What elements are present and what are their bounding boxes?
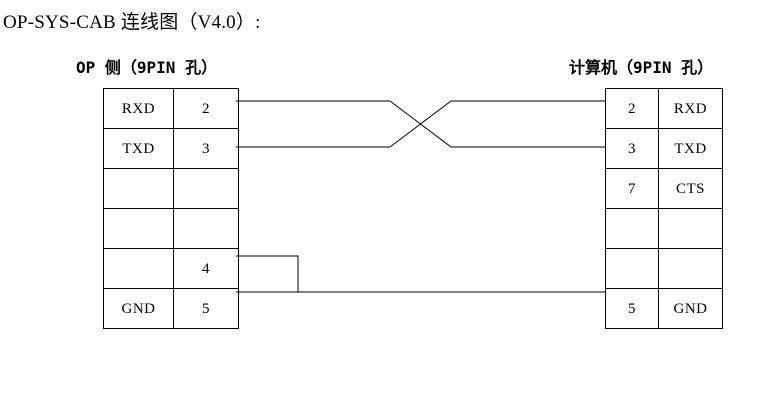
right-pin-cell: 7 [605, 168, 659, 209]
right-pin-cell [605, 208, 659, 249]
right-signal-cell: GND [658, 288, 723, 329]
left-pin-cell: 2 [173, 88, 239, 129]
left-connector-table: RXD 2 TXD 3 4 GND 5 [103, 88, 239, 329]
table-row: RXD 2 [103, 88, 239, 129]
right-pin-cell [605, 248, 659, 289]
left-pin-cell: 5 [173, 288, 239, 329]
left-pin-cell [173, 208, 239, 249]
left-signal-cell: GND [103, 288, 174, 329]
right-pin-cell: 5 [605, 288, 659, 329]
right-signal-cell [658, 248, 723, 289]
wire-pin4-jumper-segment [236, 255, 299, 292]
right-pin-cell: 3 [605, 128, 659, 169]
table-row: 5 GND [605, 288, 723, 329]
left-connector-header: OP 侧（9PIN 孔） [76, 58, 218, 77]
table-row: GND 5 [103, 288, 239, 329]
right-signal-cell [658, 208, 723, 249]
table-row: 4 [103, 248, 239, 289]
right-connector-table: 2 RXD 3 TXD 7 CTS 5 GND [605, 88, 723, 329]
left-pin-cell: 4 [173, 248, 239, 289]
left-signal-cell: RXD [103, 88, 174, 129]
wire-cross-down-segment [389, 100, 452, 148]
left-signal-cell [103, 208, 174, 249]
table-row [605, 208, 723, 249]
right-pin-cell: 2 [605, 88, 659, 129]
page-title: OP-SYS-CAB 连线图（V4.0）: [3, 12, 261, 33]
table-row: 3 TXD [605, 128, 723, 169]
right-signal-cell: CTS [658, 168, 723, 209]
left-signal-cell [103, 248, 174, 289]
right-signal-cell: TXD [658, 128, 723, 169]
wire-cross-up-segment [389, 100, 452, 148]
right-signal-cell: RXD [658, 88, 723, 129]
table-row [103, 168, 239, 209]
left-pin-cell [173, 168, 239, 209]
left-pin-cell: 3 [173, 128, 239, 169]
table-row: 7 CTS [605, 168, 723, 209]
left-signal-cell [103, 168, 174, 209]
right-connector-header: 计算机（9PIN 孔） [569, 58, 714, 77]
table-row: 2 RXD [605, 88, 723, 129]
left-signal-cell: TXD [103, 128, 174, 169]
table-row: TXD 3 [103, 128, 239, 169]
table-row [605, 248, 723, 289]
table-row [103, 208, 239, 249]
